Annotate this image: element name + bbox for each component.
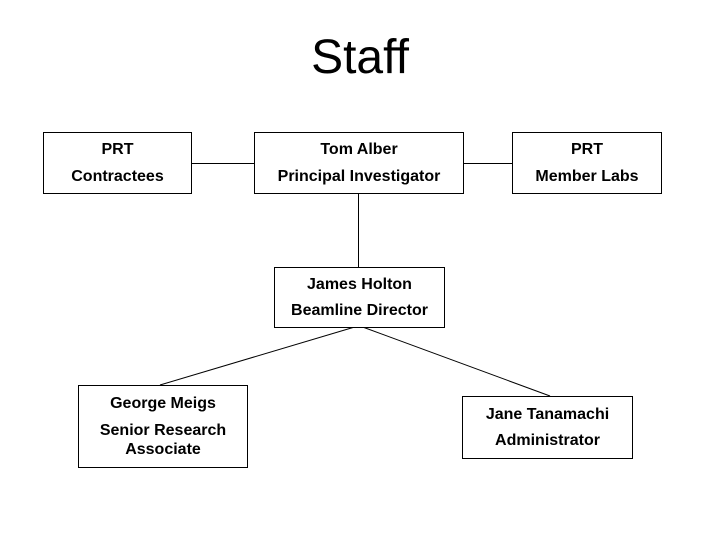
org-node-title: PRT — [101, 141, 134, 159]
slide-title: Staff — [311, 31, 409, 84]
org-node-subtitle: Senior Research Associate — [99, 422, 227, 458]
org-node-title: George Meigs — [110, 395, 216, 412]
org-node-prt-contractees: PRT Contractees — [43, 132, 192, 194]
org-node-senior-research-associate: George Meigs Senior Research Associate — [78, 385, 248, 468]
org-node-title: James Holton — [307, 276, 412, 293]
org-node-subtitle: Administrator — [495, 432, 600, 450]
connector-director-to-administrator — [363, 327, 551, 397]
org-node-title: Jane Tanamachi — [485, 405, 610, 423]
org-node-title: Tom Alber — [320, 141, 398, 159]
org-node-subtitle: Member Labs — [535, 167, 639, 185]
org-node-administrator: Jane Tanamachi Administrator — [462, 396, 633, 459]
org-node-subtitle: Contractees — [71, 167, 164, 185]
connector-director-to-senior-research — [159, 327, 354, 386]
org-node-subtitle: Principal Investigator — [277, 167, 441, 185]
org-node-title: PRT — [571, 141, 603, 159]
org-node-subtitle: Beamline Director — [291, 302, 428, 319]
org-node-prt-member-labs: PRT Member Labs — [512, 132, 662, 194]
org-node-beamline-director: James Holton Beamline Director — [274, 267, 445, 328]
org-node-principal-investigator: Tom Alber Principal Investigator — [254, 132, 464, 194]
